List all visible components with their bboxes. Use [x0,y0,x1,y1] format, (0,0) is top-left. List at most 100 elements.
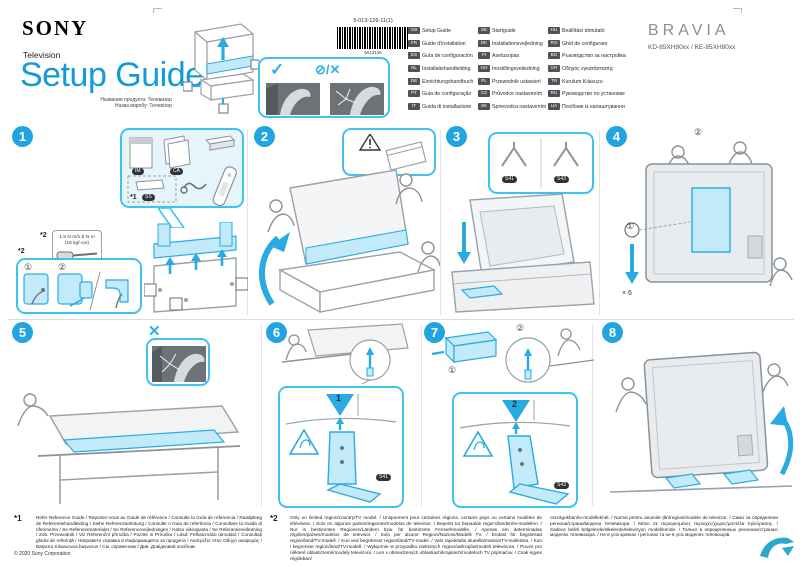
part-number: 5-013-126-11(1) [353,18,393,24]
model-numbers: KD-85XH80xx / KE-85XH80xx [648,44,736,51]
cracked-screen-image [152,346,206,382]
row-divider [8,319,794,320]
insert-order-label: 2 [512,399,518,409]
screw-count: × 6 [622,290,632,297]
footnote-2-text: Only on limited region/country/TV model.… [290,515,542,561]
stand-badge-right: S43 [554,176,569,183]
stand-types-illustration [501,138,579,188]
stand-badge-left: S41 [502,176,517,183]
page-title: Setup Guide [20,56,204,94]
stand-insert-overview [282,323,409,384]
unboxing-illustration [258,169,440,314]
stand-insert-detail-box: 1 S41 [278,386,404,508]
prohibit-icon: ⊘/✕ [315,62,341,77]
bravia-logo: BRAVIA [648,22,730,39]
footnote-1-ref: *1 [130,194,137,201]
accessory-badge-ca: CA [170,168,183,175]
step-4: 4 ② ① × 6 [602,126,796,318]
product-name-ua: Назва виробу: Телевізор [114,103,172,109]
col-divider [261,324,262,506]
accessory-badge-im: IM [132,168,144,175]
stand-insert-detail-box: 2 S43 [452,392,578,508]
cushion-remove-overview [432,328,594,383]
pointing-hand-icon [760,537,794,558]
step-3: 3 S41 S43 [442,126,600,318]
barcode [337,27,409,49]
box-packing-illustration [144,222,248,313]
substep-2: ② [516,323,525,333]
crop-mark [153,8,162,13]
step-6: 6 1 S4 [264,322,422,510]
check-icon: ✓ [270,60,285,79]
barcode-digits: 5013126 [364,50,382,55]
sony-logo: SONY [22,16,89,40]
col-divider [599,130,600,315]
stand-attach-illustration [451,192,595,313]
screwdriver-icon [56,251,98,260]
stand-badge: S41 [376,474,391,481]
product-name-ru: Название продукта: Телевизор [100,97,172,103]
insert-order-label: 1 [336,393,342,403]
step-4-number: 4 [606,126,627,147]
step-7: 7 ① ② [424,322,594,510]
wall-plate-illustration [23,271,129,311]
correct-grip-image [266,83,320,115]
raise-tv-illustration [609,351,794,493]
copyright: © 2020 Sony Corporation [14,551,71,557]
accessories-illustration [127,135,237,206]
carton-open-illustration [183,23,259,114]
substep-1: ① [24,262,33,272]
stand-badge: S43 [554,482,569,489]
crop-mark [733,8,742,13]
step-1-number: 1 [12,126,33,147]
wrong-grip-image [330,83,384,115]
callout-pointer [158,208,185,228]
stand-insert-detail [285,394,397,503]
col-divider [592,324,593,506]
handling-callout: ✓ ⊘/✕ [258,57,390,118]
substep-1: ① [626,221,635,231]
footnote-1-mark: *1 [14,514,22,523]
step-6-number: 6 [266,322,287,343]
col-divider [421,324,422,506]
torque-value-alt: (15 kgf·cm) [64,240,90,246]
col-divider [247,130,248,315]
col-divider [440,130,441,315]
step-8: 8 [596,322,796,510]
footnote-2-text-continued: országokban/tv-modelleknél. / Numai pent… [550,515,778,538]
step-3-number: 3 [446,126,467,147]
step-5: 5 ✕ [8,322,260,510]
stand-insert-detail [459,400,571,505]
footnote-2-ref: *2 [40,232,47,239]
screen-damage-callout [146,338,210,386]
stand-types-callout: S41 S43 [488,132,594,194]
accessories-callout: IM CA *1 SS [120,128,244,208]
wall-plate-procedure-box: ① ② [16,258,142,314]
step-7-number: 7 [424,322,445,343]
caution-illustration [358,134,427,171]
rear-panel-illustration [624,141,793,287]
substep-2: ② [58,262,67,272]
product-type: Television [23,50,61,60]
footnote-2-ref: *2 [18,248,25,255]
step-2: 2 [250,126,440,318]
